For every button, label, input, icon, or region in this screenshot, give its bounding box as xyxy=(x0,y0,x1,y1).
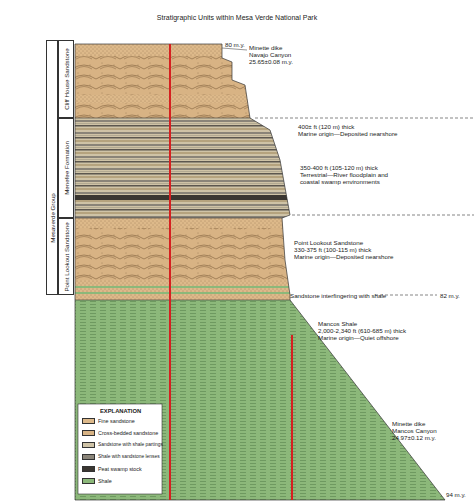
annotation: 24.97±0.12 m.y. xyxy=(392,434,436,441)
unit-name: Point Lookout Sandstone xyxy=(63,222,70,291)
legend-swatch xyxy=(82,454,95,460)
legend-swatch xyxy=(82,418,95,424)
legend-swatch xyxy=(82,478,95,484)
legend-text: Shale with sandstone lenses xyxy=(98,454,160,460)
legend-text: Sandstone with shale partings xyxy=(98,442,163,448)
unit-name: Menefee Formation xyxy=(63,141,70,195)
legend-text: Cross-bedded sandstone xyxy=(98,430,158,436)
unit-bar: Cliff House Sandstone xyxy=(58,40,74,118)
legend-text: Shale xyxy=(98,478,112,484)
annotation: 400± ft (120 m) thick xyxy=(298,123,354,130)
unit-bar: Mesaverde Group xyxy=(46,40,58,295)
annotation: Minette dike xyxy=(249,44,282,51)
legend-text: Fine sandstone xyxy=(98,418,135,424)
annotation: Navajo Canyon xyxy=(249,51,291,58)
annotation: 25.65±0.08 m.y. xyxy=(249,58,293,65)
annotation: Point Lookout Sandstone xyxy=(294,239,363,246)
annotation: Terrestrial—River floodplain and xyxy=(300,171,388,178)
unit-name: Mesaverde Group xyxy=(49,193,56,243)
legend-swatch xyxy=(82,466,95,472)
unit-bar: Point Lookout Sandstone xyxy=(58,218,74,295)
legend-text: Peat swamp stock xyxy=(98,466,142,472)
annotation: Mancos Shale xyxy=(318,320,357,327)
annotation: Marine origin—Deposited nearshore xyxy=(298,130,397,137)
legend-heading: EXPLANATION xyxy=(100,408,141,415)
annotation: Mancos Canyon xyxy=(392,427,437,434)
annotation: 330-375 ft (100-115 m) thick xyxy=(294,246,371,253)
unit-name: Cliff House Sandstone xyxy=(63,48,70,109)
annotation: Sandstone interfingering with shale xyxy=(290,292,386,299)
annotation: 82 m.y. xyxy=(440,292,460,299)
annotation: coastal swamp environments xyxy=(300,178,380,185)
annotation: 2,000-2,340 ft (610-685 m) thick xyxy=(318,327,406,334)
unit-bar: Menefee Formation xyxy=(58,118,74,218)
legend-swatch xyxy=(82,442,95,448)
annotation: Marine origin—Quiet offshore xyxy=(318,334,399,341)
annotation: 80 m.y. xyxy=(225,41,245,48)
annotation: Marine origin—Deposited nearshore xyxy=(294,253,393,260)
annotation: Minette dike xyxy=(392,420,425,427)
annotation: 94 m.y. xyxy=(446,491,466,498)
annotation: 350-400 ft (105-120 m) thick xyxy=(300,164,378,171)
legend-swatch xyxy=(82,430,95,436)
diagram-title: Stratigraphic Units within Mesa Verde Na… xyxy=(0,14,474,21)
